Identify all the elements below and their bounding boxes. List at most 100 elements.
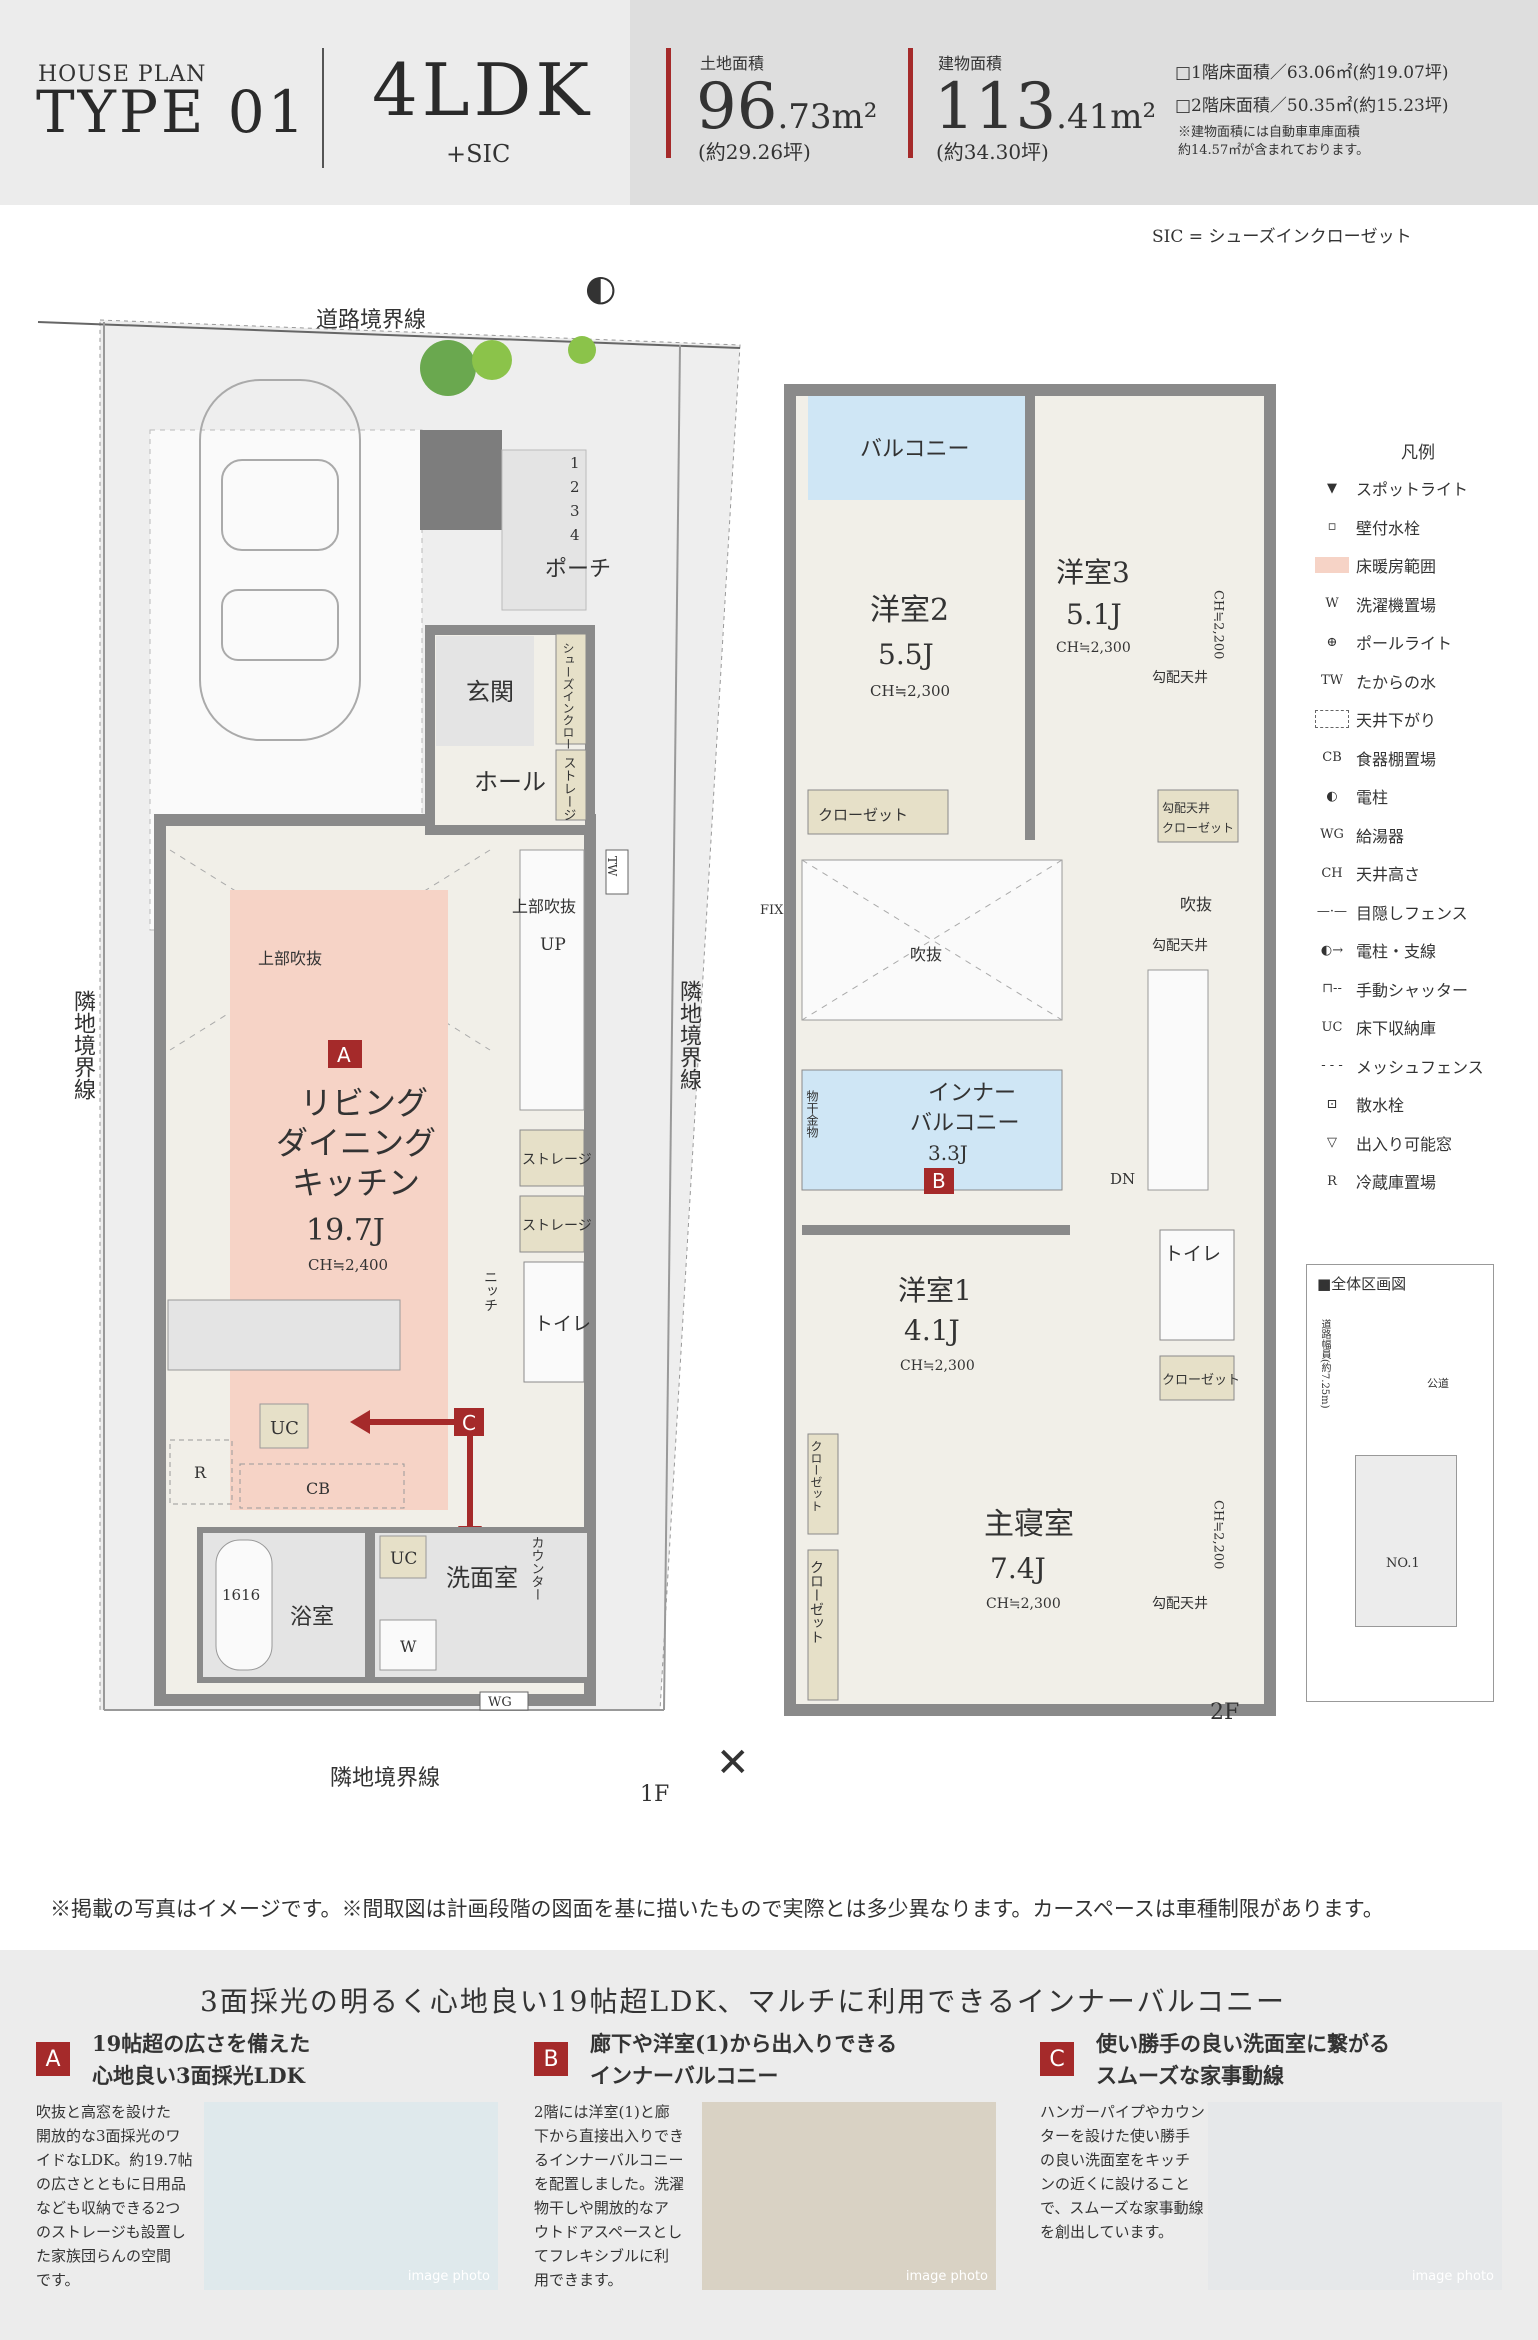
feature-body-line: ハンガーパイプやカウン <box>1040 2103 1205 2121</box>
legend-item: ▫壁付水栓 <box>1308 508 1528 547</box>
floor-plan-1f: 1 2 3 4 ポーチ 玄関 シューズインクローゼット ホール ストレージ 上部… <box>37 319 741 1711</box>
storage-2 <box>519 1129 585 1187</box>
floor-heating-icon <box>1315 557 1349 574</box>
svg-text:3.3J: 3.3J <box>928 1141 968 1165</box>
storage-1 <box>555 749 587 821</box>
storage-3 <box>519 1195 585 1253</box>
cupboard-icon: CB <box>1322 750 1342 766</box>
svg-text:CH≒2,200: CH≒2,200 <box>1211 1500 1226 1569</box>
svg-text:4.1J: 4.1J <box>904 1314 960 1347</box>
mesh-fence-icon: - - - <box>1321 1058 1343 1074</box>
legend-label: 散水栓 <box>1356 1096 1405 1116</box>
entrance-floor <box>436 636 534 746</box>
photo-caption: image photo <box>905 2269 988 2284</box>
closet-room2 <box>807 789 949 835</box>
header-divider <box>322 48 324 168</box>
svg-text:クローゼット: クローゼット <box>809 1440 823 1512</box>
disclaimer: ※掲載の写真はイメージです。※間取図は計画段階の図面を基に描いたもので実際とは多… <box>50 1897 1384 1921</box>
feature-heading: スムーズな家事動線 <box>1096 2063 1284 2088</box>
house-plan-label: HOUSE PLAN <box>38 62 207 87</box>
sic-shelf <box>555 633 587 745</box>
fridge-icon: R <box>1327 1173 1337 1189</box>
svg-text:ストレージ: ストレージ <box>522 1152 592 1168</box>
legend-item: ◐→電柱・支線 <box>1308 931 1528 970</box>
legend-item: - - -メッシュフェンス <box>1308 1047 1528 1086</box>
feature-body-line: 下から直接出入りでき <box>534 2127 685 2145</box>
photo-caption: image photo <box>1411 2269 1494 2284</box>
features-title: 3面採光の明るく心地良い19帖超LDK、マルチに利用できるインナーバルコニー <box>200 1985 1287 2018</box>
svg-text:勾配天井: 勾配天井 <box>1152 670 1208 686</box>
area-note-2: 約14.57㎡が含まれております。 <box>1178 143 1370 158</box>
feature-badge: B <box>534 2042 568 2076</box>
svg-text:4: 4 <box>570 526 580 544</box>
porch-label: ポーチ <box>545 557 611 582</box>
legend-label: 手動シャッター <box>1356 980 1469 1000</box>
kitchen-counter <box>167 1299 401 1371</box>
ldk-size: 19.7J <box>306 1213 385 1248</box>
hall-label: ホール <box>474 768 546 796</box>
road-boundary-line <box>37 321 741 349</box>
compass-icon: ✕ <box>716 1740 750 1786</box>
feature-heading: 使い勝手の良い洗面室に繋がる <box>1096 2031 1390 2056</box>
svg-text:W: W <box>400 1637 417 1656</box>
svg-text:UC: UC <box>390 1549 417 1569</box>
svg-text:1616: 1616 <box>222 1586 260 1604</box>
legend-item: 床暖房範囲 <box>1308 546 1528 585</box>
legend-label: 目隠しフェンス <box>1356 903 1468 923</box>
photo-caption: image photo <box>407 2269 490 2284</box>
sic-note: SIC = シューズインクローゼット <box>1152 227 1412 247</box>
feature-body-line: た家族団らんの空間 <box>36 2247 172 2265</box>
floor-2f-label: 2F <box>1210 1700 1240 1725</box>
feature-body-line: のストレージも設置し <box>36 2223 186 2241</box>
legend-item: ▽出入り可能窓 <box>1308 1124 1528 1163</box>
niche-label: ニッチ <box>482 1270 498 1312</box>
svg-text:クローゼット: クローゼット <box>1162 1373 1240 1388</box>
porch-wall <box>420 430 502 530</box>
bath-label: 浴室 <box>290 1605 334 1630</box>
svg-text:UC: UC <box>270 1418 299 1439</box>
room1-label: 洋室1 <box>898 1274 972 1307</box>
feature-body-line: です。 <box>36 2271 80 2289</box>
up-label: UP <box>540 935 566 955</box>
svg-text:B: B <box>932 1169 946 1193</box>
legend-label: スポットライト <box>1356 480 1469 500</box>
legend-item: ⊓-- 手動シャッター <box>1308 970 1528 1009</box>
bottom-neighbor-label: 隣地境界線 <box>330 1766 441 1791</box>
svg-text:7.4J: 7.4J <box>990 1552 1046 1585</box>
legend-label: 電柱・支線 <box>1356 942 1437 962</box>
shutter-icon: ⊓-- <box>1322 981 1342 997</box>
feature-photo: image photo <box>1208 2102 1502 2290</box>
feature-body-line: 2階には洋室(1)と廊 <box>534 2103 670 2121</box>
layout-type: 4LDK <box>372 48 594 132</box>
building-accent-bar <box>908 48 913 158</box>
road-boundary-label: 道路境界線 <box>316 308 427 333</box>
svg-text:バルコニー: バルコニー <box>910 1111 1020 1136</box>
feature-heading: 心地良い3面採光LDK <box>92 2063 305 2088</box>
svg-text:R: R <box>194 1463 207 1482</box>
tree-3 <box>568 336 596 364</box>
sprinkler-icon: ⊡ <box>1326 1096 1338 1112</box>
faucet-icon: ▫ <box>1327 519 1337 535</box>
svg-text:トイレ: トイレ <box>1164 1243 1221 1265</box>
car-outline <box>199 379 361 741</box>
site-map-lot: NO.1 <box>1355 1455 1457 1627</box>
svg-text:CH≒2,300: CH≒2,300 <box>870 682 950 700</box>
svg-text:CH≒2,200: CH≒2,200 <box>1211 590 1226 659</box>
svg-text:上部吹抜: 上部吹抜 <box>512 897 576 916</box>
legend-label: ポールライト <box>1356 634 1453 654</box>
void-2f <box>801 859 1063 1021</box>
site-map: ■全体区画図 道路幅員(約7.25m) 公道 NO.1 <box>1306 1264 1494 1702</box>
uc-1 <box>259 1403 309 1449</box>
porch-area <box>501 449 587 611</box>
svg-text:CH≒2,300: CH≒2,300 <box>1056 640 1131 656</box>
marker-b <box>924 1168 954 1194</box>
washer-space <box>379 1619 437 1671</box>
feature-body-line: ンの近くに設けること <box>1040 2175 1191 2193</box>
legend-item: ▼スポットライト <box>1308 469 1528 508</box>
right-neighbor-label: 隣地境界線 <box>676 980 701 1090</box>
feature-body-line: を創出しています。 <box>1040 2223 1174 2241</box>
